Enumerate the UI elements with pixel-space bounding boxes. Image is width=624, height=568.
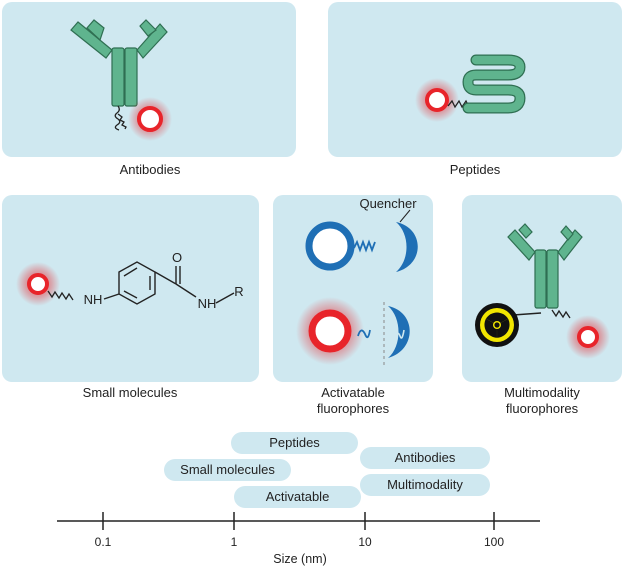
atom-label-o: O	[171, 250, 183, 265]
multimodality-caption-line1: Multimodality	[504, 385, 580, 400]
fluorophore-icon	[128, 97, 172, 141]
size-axis	[57, 512, 540, 530]
multimodality-caption-line2: fluorophores	[505, 401, 579, 416]
quencher-icon	[396, 222, 418, 272]
fluorophore-icon	[566, 315, 610, 359]
activatable-caption-line1: Activatable	[321, 385, 385, 400]
activated-fluorophore-icon	[296, 297, 364, 365]
axis-title: Size (nm)	[273, 552, 327, 566]
range-multimodality: Multimodality	[360, 474, 490, 496]
activatable-caption-line2: fluorophores	[316, 401, 390, 416]
fluorophore-icon	[415, 78, 459, 122]
range-antibodies: Antibodies	[360, 447, 490, 469]
range-small-molecules: Small molecules	[164, 459, 291, 481]
range-peptides: Peptides	[231, 432, 358, 454]
quencher-label: Quencher	[359, 196, 417, 211]
linker-wave	[114, 105, 121, 131]
range-activatable: Activatable	[234, 486, 361, 508]
antibody-icon	[70, 19, 168, 107]
tick-label: 10	[358, 535, 372, 549]
atom-label-r: R	[234, 284, 244, 299]
antibody-icon	[507, 223, 583, 309]
small-molecule-structure	[103, 261, 235, 305]
peptides-caption: Peptides	[449, 162, 501, 177]
quenched-fluorophore-icon	[305, 221, 355, 271]
small-molecules-caption: Small molecules	[82, 385, 178, 400]
peptide-chain-icon	[462, 54, 526, 114]
tick-label: 1	[230, 535, 238, 549]
fluorophore-icon	[16, 262, 60, 306]
radiation-icon	[475, 303, 519, 347]
linker-wave	[447, 99, 470, 109]
atom-label-nh: NH	[83, 292, 103, 307]
antibodies-caption: Antibodies	[119, 162, 181, 177]
tick-label: 0.1	[94, 535, 112, 549]
tick-label: 100	[483, 535, 505, 549]
atom-label-nh: NH	[197, 296, 217, 311]
